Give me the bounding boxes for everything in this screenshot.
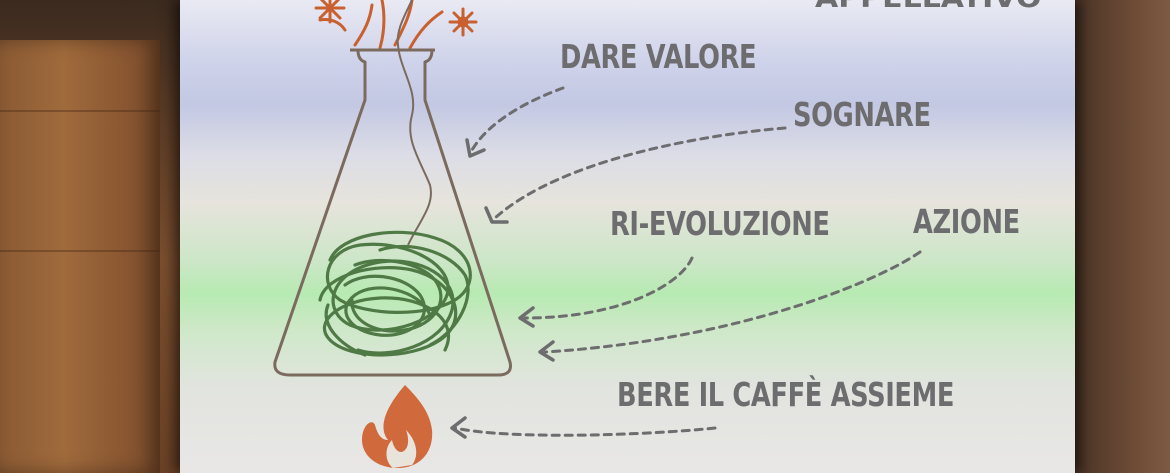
wooden-door-panel bbox=[0, 40, 160, 473]
label-sognare: SOGNARE bbox=[793, 95, 931, 134]
label-ri-evoluzione: RI-EVOLUZIONE bbox=[610, 204, 830, 243]
sparks-icon bbox=[314, 0, 478, 50]
label-bere-caffe: BERE IL CAFFÈ ASSIEME bbox=[617, 375, 955, 414]
projection-screen: APPELLATIVO bbox=[180, 0, 1075, 473]
label-azione: AZIONE bbox=[913, 202, 1020, 241]
room-wall-left bbox=[0, 0, 180, 473]
flask-icon bbox=[273, 0, 512, 377]
arrow-icon bbox=[453, 86, 922, 437]
slide-title-partial: APPELLATIVO bbox=[815, 0, 1041, 14]
slide-illustration: APPELLATIVO bbox=[273, 0, 1041, 468]
arrowheads bbox=[450, 138, 555, 439]
label-dare-valore: DARE VALORE bbox=[560, 37, 757, 76]
room-wall-right bbox=[1075, 0, 1170, 473]
fire-icon bbox=[362, 385, 433, 468]
tangle-icon bbox=[318, 230, 472, 357]
